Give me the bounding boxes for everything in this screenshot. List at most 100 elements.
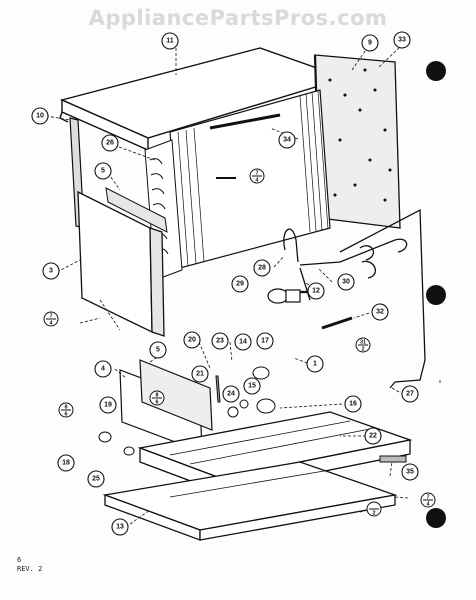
callout-13: 13 bbox=[111, 518, 129, 536]
callout-21: 21 bbox=[191, 365, 209, 383]
side-panel bbox=[77, 190, 165, 337]
callout-35: 35 bbox=[401, 463, 419, 481]
svg-text:7: 7 bbox=[426, 495, 429, 501]
bottom-pan bbox=[102, 461, 398, 541]
svg-text:7: 7 bbox=[255, 171, 258, 177]
svg-text:23: 23 bbox=[216, 338, 224, 345]
fraction-callout-2: 2 bbox=[366, 501, 382, 517]
callout-11: 11 bbox=[161, 32, 179, 50]
callout-19: 19 bbox=[99, 396, 117, 414]
svg-text:33: 33 bbox=[398, 37, 406, 44]
callout-14: 14 bbox=[234, 333, 252, 351]
svg-text:14: 14 bbox=[239, 339, 247, 346]
svg-text:18: 18 bbox=[62, 460, 70, 467]
svg-text:6: 6 bbox=[155, 400, 158, 406]
control-bracket bbox=[119, 359, 213, 453]
svg-text:1: 1 bbox=[313, 361, 317, 368]
svg-text:16: 16 bbox=[349, 401, 357, 408]
revision-line-1: 6 bbox=[17, 556, 22, 564]
svg-text:31: 31 bbox=[360, 340, 366, 346]
compressor-valve bbox=[267, 288, 301, 304]
callout-12: 12 bbox=[307, 282, 325, 300]
svg-text:17: 17 bbox=[261, 338, 269, 345]
fraction-callout-8-6-bracket: 8 6 bbox=[149, 390, 165, 406]
insulation-strip bbox=[105, 187, 168, 233]
svg-text:4: 4 bbox=[101, 366, 105, 373]
callout-15: 15 bbox=[243, 377, 261, 395]
watermark: AppliancePartsPros.com bbox=[88, 6, 388, 30]
small-parts bbox=[98, 177, 407, 463]
callout-4: 4 bbox=[94, 360, 112, 378]
callout-6: 5 bbox=[94, 162, 112, 180]
callout-28: 28 bbox=[253, 259, 271, 277]
tubing bbox=[283, 208, 426, 389]
fraction-callout-8-6-left: 8 6 bbox=[58, 402, 74, 418]
svg-text:34: 34 bbox=[283, 137, 291, 144]
svg-text:11: 11 bbox=[166, 38, 174, 45]
fraction-callout-7-4-lower: 7 4 bbox=[420, 492, 436, 508]
svg-text:24: 24 bbox=[227, 391, 235, 398]
callout-16: 16 bbox=[344, 395, 362, 413]
callout-5: 5 bbox=[149, 341, 167, 359]
svg-text:4: 4 bbox=[49, 321, 53, 327]
svg-text:12: 12 bbox=[312, 288, 320, 295]
svg-text:5: 5 bbox=[156, 347, 160, 354]
svg-text:5: 5 bbox=[101, 168, 105, 175]
callout-34: 34 bbox=[278, 131, 296, 149]
callout-23: 23 bbox=[211, 332, 229, 350]
svg-text:15: 15 bbox=[248, 383, 256, 390]
svg-text:19: 19 bbox=[104, 402, 112, 409]
callout-32: 32 bbox=[371, 303, 389, 321]
revision-note: 6 REV. 2 bbox=[17, 556, 42, 574]
svg-text:26: 26 bbox=[106, 140, 114, 147]
svg-text:32: 32 bbox=[376, 309, 384, 316]
registration-dot-top bbox=[426, 61, 446, 81]
callout-30: 30 bbox=[337, 273, 355, 291]
callout-17: 17 bbox=[256, 332, 274, 350]
svg-text:35: 35 bbox=[406, 469, 414, 476]
callout-27: 27 bbox=[401, 385, 419, 403]
revision-line-2: REV. 2 bbox=[17, 565, 43, 573]
svg-text:4: 4 bbox=[426, 502, 430, 508]
callout-20: 20 bbox=[183, 331, 201, 349]
fraction-callout-7-4-left: 7 4 bbox=[43, 311, 59, 327]
callout-9: 9 bbox=[361, 34, 379, 52]
svg-text:3: 3 bbox=[49, 268, 53, 275]
svg-text:27: 27 bbox=[406, 391, 414, 398]
callouts: 11 9 33 10 26 34 5 3 28 29 12 30 32 4 5 … bbox=[31, 31, 419, 536]
svg-text:8: 8 bbox=[155, 393, 158, 399]
svg-text:4: 4 bbox=[255, 178, 259, 184]
registration-dot-bottom bbox=[426, 508, 446, 528]
svg-text:7: 7 bbox=[49, 314, 52, 320]
svg-text:9: 9 bbox=[368, 40, 372, 47]
fraction-callouts: 7 4 7 4 8 6 8 6 bbox=[43, 168, 436, 517]
callout-29: 29 bbox=[231, 275, 249, 293]
callout-24: 24 bbox=[222, 385, 240, 403]
svg-text:6: 6 bbox=[64, 412, 67, 418]
svg-text:22: 22 bbox=[369, 433, 377, 440]
svg-text:10: 10 bbox=[36, 113, 44, 120]
callout-33: 33 bbox=[393, 31, 411, 49]
callout-10: 10 bbox=[31, 107, 49, 125]
callout-3: 3 bbox=[42, 262, 60, 280]
svg-text:30: 30 bbox=[342, 279, 350, 286]
svg-text:8: 8 bbox=[64, 405, 67, 411]
svg-text:2: 2 bbox=[372, 511, 375, 517]
registration-dot-middle bbox=[426, 285, 446, 305]
callout-22: 22 bbox=[364, 427, 382, 445]
callout-25: 25 bbox=[87, 470, 105, 488]
callout-18: 18 bbox=[57, 454, 75, 472]
svg-text:25: 25 bbox=[92, 476, 100, 483]
fraction-callout-7-4-upper: 7 4 bbox=[249, 168, 265, 184]
svg-text:29: 29 bbox=[236, 281, 244, 288]
svg-text:20: 20 bbox=[188, 337, 196, 344]
callout-26: 26 bbox=[101, 134, 119, 152]
svg-text:21: 21 bbox=[196, 371, 204, 378]
svg-text:2: 2 bbox=[361, 347, 364, 353]
svg-text:13: 13 bbox=[116, 524, 124, 531]
callout-1: 1 bbox=[306, 355, 324, 373]
fraction-callout-31-2: 31 2 bbox=[355, 337, 371, 353]
svg-text:28: 28 bbox=[258, 265, 266, 272]
